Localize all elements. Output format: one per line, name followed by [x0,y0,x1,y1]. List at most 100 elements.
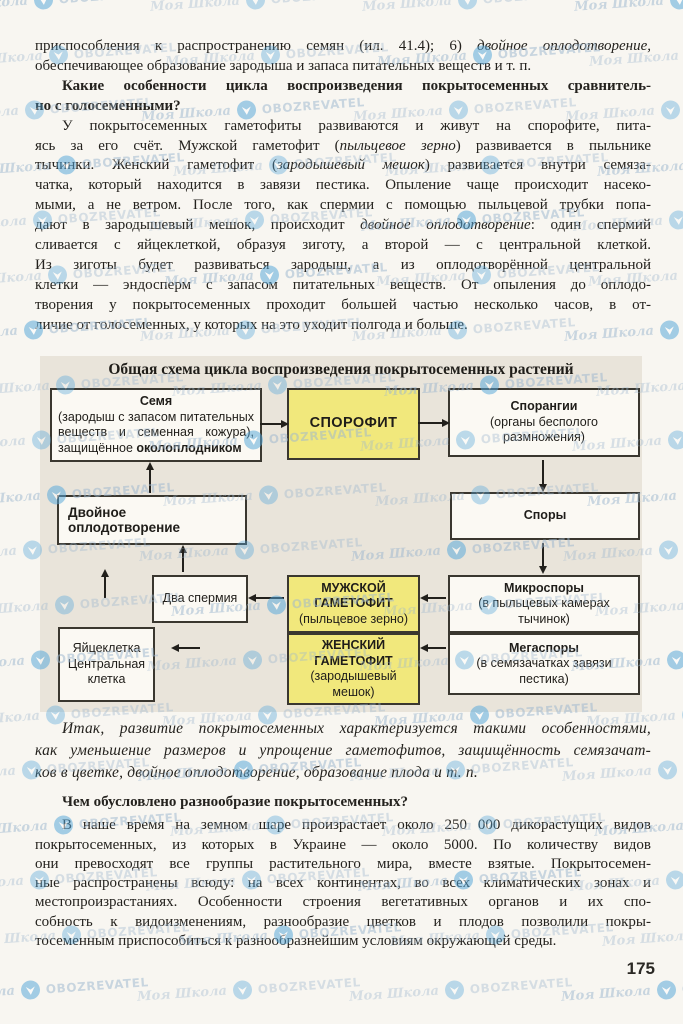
summary-line: ков в цветке, двойное оплодотворение, об… [35,764,478,781]
reproduction-cycle-diagram: Общая схема цикла воспроизведения покрыт… [40,356,642,712]
obozrevatel-logo-icon [659,320,679,340]
watermark-brand-label: OBOZREVATEL [482,0,586,6]
box-title: МУЖСКОЙ [321,580,386,595]
diagram-box-male-gametophyte: МУЖСКОЙ ГАМЕТОФИТ (пыльцевое зерно) [287,575,420,633]
paragraph-line: местопроизрастаниях. Особенности строени… [35,894,651,911]
watermark-brand-label: OBOZREVATEL [257,974,362,996]
obozrevatel-logo-icon [665,870,683,890]
paragraph-line: В наше время на земном шаре произрастает… [62,817,651,834]
box-line: Яйцеклетка [72,641,141,656]
watermark-school-label: Моя Школа [0,983,16,1005]
obozrevatel-logo-icon [245,0,265,10]
paragraph-line: творения у покрытосеменных проходит боль… [35,296,651,313]
watermark-brand-label: OBOZREVATEL [469,974,574,996]
question-heading-line: но с голосеменными? [35,97,181,114]
diagram-box-egg-central-cell: Яйцеклетка Центральная клетка [58,627,155,702]
watermark-school-label: Моя Школа [0,0,29,15]
obozrevatel-logo-icon [667,430,683,450]
paragraph-line: они превосходят все группы растительного… [35,855,651,872]
box-title: Микроспоры [504,580,584,595]
box-line: тычинок) [518,611,570,626]
watermark-school-label: Моя Школа [348,983,440,1005]
page-number: 175 [626,959,655,978]
arrow-microspores-to-male-icon [420,593,446,602]
watermark: Моя Школа OBOZREVATEL [0,0,162,17]
box-title: Два спермия [162,591,238,606]
paragraph-line: сливается с яйцеклеткой, образуя зиготу,… [35,237,651,254]
obozrevatel-logo-icon [660,100,680,120]
paragraph-line: Из зиготы будет развиваться зародыш, а и… [35,256,651,273]
paragraph-line: дают в зародышевый мешок, происходит дво… [35,217,651,234]
arrow-male-to-sperm-icon [248,593,284,602]
watermark-school-label: Моя Школа [0,433,27,455]
summary-line: как уменьшение размеров и упрощение гаме… [35,742,651,759]
diagram-box-megaspores: Мегаспоры (в семязачатках завязи пестика… [448,633,640,695]
watermark-school-label: Моя Школа [0,873,25,895]
diagram-box-double-fertilization: Двойное оплодотворение [57,495,247,545]
watermark-school-label: Моя Школа [0,488,42,510]
box-line: (пыльцевое зерно) [298,611,409,626]
paragraph-line: приспособления к распространению семян (… [35,38,651,54]
box-title: ГАМЕТОФИТ [314,596,393,611]
watermark-school-label: Моя Школа [0,323,19,345]
box-line: (зародышевый [310,669,397,683]
watermark-brand-label: OBOZREVATEL [58,0,162,6]
box-line: веществ и семенная кожура), [58,425,254,439]
arrow-female-to-egg-icon [171,643,200,652]
box-title: Спорангии [510,399,578,414]
diagram-box-seed: Семя (зародыш с запасом питательных веще… [50,388,262,462]
obozrevatel-logo-icon [457,0,477,10]
paragraph-line: покрытосеменных, из которых в Украине — … [35,836,651,853]
box-line: пестика) [519,671,569,686]
diagram-box-spores: Споры [450,492,640,540]
diagram-box-female-gametophyte: ЖЕНСКИЙ ГАМЕТОФИТ (зародышевый мешок) [287,633,420,705]
arrow-spores-to-microspores-icon [538,543,547,574]
arrow-sporangia-to-spores-icon [538,460,547,492]
top-text-block: приспособления к распространению семян (… [35,37,651,336]
box-line: клетка [87,672,126,687]
paragraph-line: чатка, который находится в завязи пестик… [35,177,651,194]
paragraph-line: клетки — эндосперм с запасом питательных… [35,276,651,293]
watermark-brand-label: OBOZREVATEL [270,0,374,6]
obozrevatel-logo-icon [657,760,677,780]
obozrevatel-logo-icon [20,980,40,1000]
watermark: Моя Школа OBOZREVATEL [349,972,574,1007]
box-line: (в семязачатках завязи [476,656,612,671]
box-line: Центральная [67,656,146,671]
box-title: ЖЕНСКИЙ [321,638,386,652]
box-line: (зародыш с запасом питательных [58,409,254,424]
box-title: ГАМЕТОФИТ [314,653,393,668]
watermark-school-label: Моя Школа [0,103,20,125]
bottom-text-block: Итак, развитие покрытосеменных характери… [35,718,651,951]
obozrevatel-logo-icon [656,980,676,1000]
box-line: (в пыльцевых камерах [478,596,610,611]
watermark-school-label: Моя Школа [136,983,228,1005]
watermark-school-label: Моя Школа [0,213,28,235]
paragraph-line: У покрытосеменных гаметофиты развиваются… [62,117,651,134]
paragraph-line: мыми, а не ветром. После того, как сперм… [35,197,651,214]
arrow-fertilization-to-seed-icon [145,462,154,493]
paragraph-line: ясь за его счёт. Мужской гаметофит (пыль… [35,137,652,154]
diagram-box-sporangia: Спорангии (органы бесполого размножения) [448,388,640,457]
question-heading-line: Чем обусловлено разнообразие покрытосеме… [62,794,408,810]
paragraph-line: тосеменным приспособиться к разнообразне… [35,933,557,950]
arrow-sperm-to-fertilization-icon [178,545,187,572]
arrow-egg-to-fertilization-icon [100,569,109,598]
box-line: (органы бесполого [490,414,598,429]
obozrevatel-logo-icon [666,650,683,670]
arrow-seed-to-sporophyte-icon [260,419,289,428]
box-line: защищённое околоплодником [58,440,242,455]
obozrevatel-logo-icon [669,0,683,10]
box-line: мешок) [332,684,375,699]
diagram-box-two-sperm: Два спермия [152,575,248,623]
watermark-school-label: Моя Школа [0,543,18,565]
watermark: Моя Школа OBOZREVATEL [137,972,362,1007]
watermark-school-label: Моя Школа [0,653,26,675]
watermark-school-label: Моя Школа [573,0,665,15]
paragraph-line: обеспечивающее образование зародыша и за… [35,57,532,74]
